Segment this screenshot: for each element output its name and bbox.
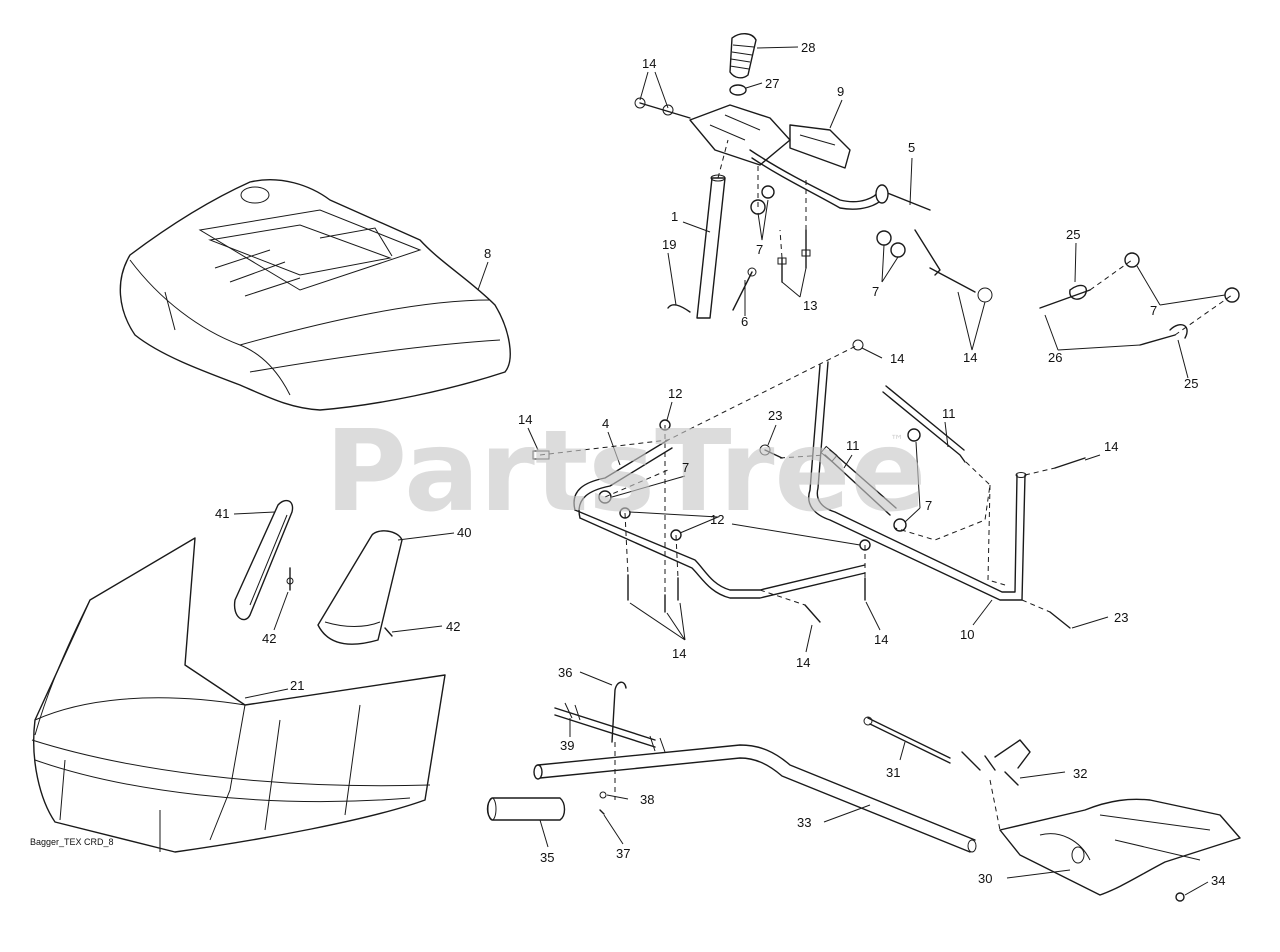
label-7: 7	[925, 498, 932, 513]
watermark-trademark: ™	[890, 433, 904, 449]
label-41: 41	[215, 506, 229, 521]
label-36: 36	[558, 665, 572, 680]
label-26: 26	[1048, 350, 1062, 365]
label-23: 23	[768, 408, 782, 423]
label-7: 7	[1150, 303, 1157, 318]
part-38-37-pins[interactable]	[599, 791, 607, 815]
label-14: 14	[874, 632, 888, 647]
label-11: 11	[846, 438, 860, 453]
lever-plate[interactable]	[689, 104, 791, 166]
part-5-rod[interactable]	[749, 149, 941, 276]
label-37: 37	[616, 846, 630, 861]
part-41-bracket[interactable]	[233, 499, 294, 621]
label-23: 23	[1114, 610, 1128, 625]
label-28: 28	[801, 40, 815, 55]
part-42-screws[interactable]	[286, 567, 393, 637]
label-19: 19	[662, 237, 676, 252]
label-14: 14	[518, 412, 532, 427]
part-32-spring[interactable]	[961, 739, 1031, 786]
label-39: 39	[560, 738, 574, 753]
part-4-frame[interactable]	[573, 439, 866, 599]
label-38: 38	[640, 792, 654, 807]
label-42: 42	[262, 631, 276, 646]
part-21-bagger[interactable]	[31, 537, 446, 853]
label-14: 14	[963, 350, 977, 365]
label-11: 11	[942, 406, 956, 421]
watermark-text: PartsTree	[325, 407, 926, 537]
label-14: 14	[672, 646, 686, 661]
label-25: 25	[1066, 227, 1080, 242]
part-25-26-clips[interactable]	[1039, 252, 1240, 346]
label-33: 33	[797, 815, 811, 830]
part-1-tube[interactable]	[696, 174, 726, 319]
part-13-bolts[interactable]	[777, 229, 811, 283]
label-25: 25	[1184, 376, 1198, 391]
label-14: 14	[890, 351, 904, 366]
label-14: 14	[642, 56, 656, 71]
label-7: 7	[872, 284, 879, 299]
label-40: 40	[457, 525, 471, 540]
label-8: 8	[484, 246, 491, 261]
label-10: 10	[960, 627, 974, 642]
label-7: 7	[682, 460, 689, 475]
label-35: 35	[540, 850, 554, 865]
label-12: 12	[668, 386, 682, 401]
part-36-hook[interactable]	[611, 681, 627, 743]
label-9: 9	[837, 84, 844, 99]
label-1: 1	[671, 209, 678, 224]
label-13: 13	[803, 298, 817, 313]
part-9-pad[interactable]	[789, 124, 851, 169]
part-33-handle-bar[interactable]	[533, 744, 977, 853]
label-30: 30	[978, 871, 992, 886]
label-14: 14	[1104, 439, 1118, 454]
label-4: 4	[602, 416, 609, 431]
part-35-grip[interactable]	[486, 797, 566, 821]
part-31-rod[interactable]	[863, 716, 951, 764]
label-5: 5	[908, 140, 915, 155]
leader-lines	[233, 46, 1226, 896]
part-30-deflector[interactable]	[999, 798, 1241, 902]
part-8-cover[interactable]	[119, 179, 511, 411]
label-34: 34	[1211, 873, 1225, 888]
label-12: 12	[710, 512, 724, 527]
part-28-grip[interactable]	[729, 33, 757, 79]
label-21: 21	[290, 678, 304, 693]
label-31: 31	[886, 765, 900, 780]
part-23-bolts[interactable]	[759, 444, 1071, 629]
part-6-bolt[interactable]	[732, 267, 757, 311]
part-11-rods[interactable]	[820, 385, 966, 516]
label-6: 6	[741, 314, 748, 329]
part-19-pin[interactable]	[667, 304, 691, 313]
part-40-handle[interactable]	[317, 530, 403, 645]
label-42: 42	[446, 619, 460, 634]
diagram-caption: Bagger_TEX CRD_8	[30, 837, 114, 847]
callout-labels: 28 27 14 9 5 1 19 7 13 6 7 14 8 25 7 26 …	[215, 40, 1225, 888]
label-14: 14	[796, 655, 810, 670]
label-32: 32	[1073, 766, 1087, 781]
label-7: 7	[756, 242, 763, 257]
label-27: 27	[765, 76, 779, 91]
part-14-bolts-top[interactable]	[634, 97, 993, 303]
part-27-cap[interactable]	[729, 84, 747, 96]
part-39-cable[interactable]	[554, 702, 666, 753]
